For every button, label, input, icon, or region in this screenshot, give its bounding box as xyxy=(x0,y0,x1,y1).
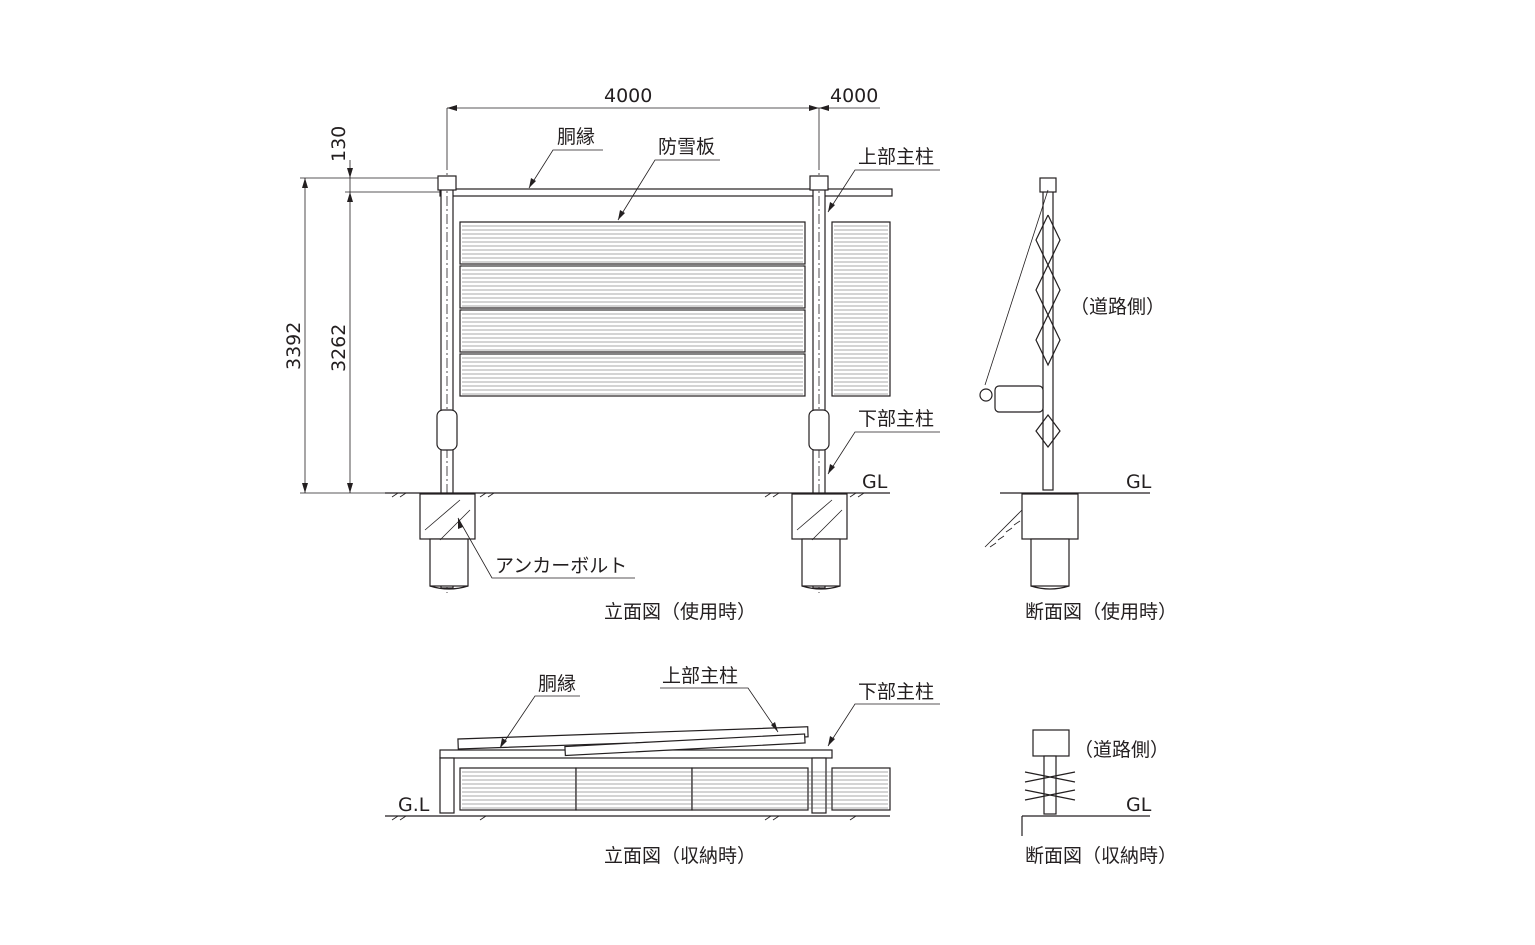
label-lower-post-top: 下部主柱 xyxy=(858,408,934,430)
dim-total-height: 3392 xyxy=(283,322,305,370)
right-post xyxy=(808,160,830,593)
foundation-left xyxy=(419,493,476,590)
label-upper-post-top: 上部主柱 xyxy=(858,146,934,168)
elevation-stored: 胴縁 上部主柱 下部主柱 G.L 立面図（収納時） xyxy=(385,665,940,867)
label-road-side-bottom: （道路側） xyxy=(1074,739,1169,761)
label-ground-section-bottom: GL xyxy=(1126,794,1152,816)
label-ground-bottom: G.L xyxy=(398,794,430,816)
section-in-use: （道路側） GL 断面図（使用時） xyxy=(979,177,1177,623)
elevation-in-use: 4000 4000 130 3392 3262 xyxy=(283,85,940,623)
top-rail xyxy=(439,188,893,197)
leaders-top: 胴縁 防雪板 上部主柱 下部主柱 GL アンカーボルト xyxy=(457,126,940,579)
dimension-span: 4000 4000 xyxy=(446,85,880,160)
label-snow-panel: 防雪板 xyxy=(658,136,715,158)
caption-elevation-in-use: 立面図（使用時） xyxy=(604,601,756,623)
dimension-heights: 130 3392 3262 xyxy=(283,126,440,494)
ground-line-elevation xyxy=(385,492,890,498)
caption-section-in-use: 断面図（使用時） xyxy=(1025,601,1177,623)
caption-section-stored: 断面図（収納時） xyxy=(1025,845,1177,867)
dim-top-gap: 130 xyxy=(328,126,350,162)
label-lower-post-bottom: 下部主柱 xyxy=(858,681,934,703)
snow-panels xyxy=(459,221,891,397)
caption-elevation-stored: 立面図（収納時） xyxy=(604,845,756,867)
dim-span-next: 4000 xyxy=(830,85,878,107)
label-rail-top: 胴縁 xyxy=(557,126,595,148)
section-stored: （道路側） GL 断面図（収納時） xyxy=(1021,729,1177,867)
label-road-side-top: （道路側） xyxy=(1070,296,1165,318)
label-ground-section-top: GL xyxy=(1126,471,1152,493)
dim-span-main: 4000 xyxy=(604,85,652,107)
label-upper-post-bottom: 上部主柱 xyxy=(662,665,738,687)
label-anchor-bolt: アンカーボルト xyxy=(495,555,627,577)
left-post xyxy=(436,160,458,593)
dim-post-height: 3262 xyxy=(328,324,350,372)
label-rail-bottom: 胴縁 xyxy=(538,673,576,695)
foundation-right xyxy=(791,493,848,590)
label-ground-top: GL xyxy=(862,471,888,493)
